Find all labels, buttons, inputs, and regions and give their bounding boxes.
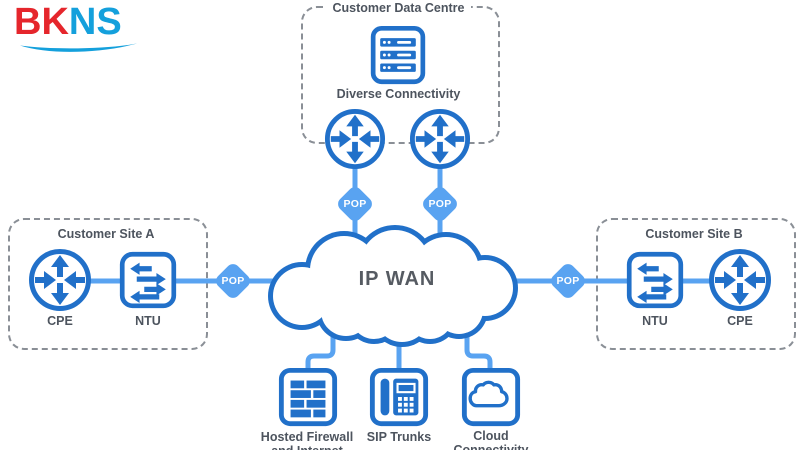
pop-node-dc-right: POP [420, 184, 460, 224]
logo-text-ns: NS [68, 1, 122, 43]
switch-icon-ntu-a [119, 251, 177, 309]
router-icon-dc-right [409, 108, 471, 170]
pop-node-site-b: POP [548, 261, 588, 301]
customer-data-centre-title: Customer Data Centre [301, 1, 496, 15]
cpe-label-b: CPE [727, 314, 753, 328]
service-label-hosted-firewall: Hosted Firewall and Internet [260, 430, 354, 450]
firewall-icon [278, 367, 338, 427]
logo-text-bk: BK [14, 1, 69, 43]
logo-swoosh-icon [20, 43, 137, 52]
cpe-router-icon-b [709, 249, 771, 311]
bkns-logo: BKNS [14, 2, 122, 42]
pop-node-dc-left: POP [335, 184, 375, 224]
wan-label: IP WAN [358, 268, 436, 290]
customer-site-a-box [8, 218, 208, 350]
customer-site-b-title: Customer Site B [645, 227, 743, 241]
wan-cloud [268, 225, 518, 347]
customer-site-a-title: Customer Site A [57, 227, 155, 241]
server-icon [370, 25, 426, 85]
service-label-sip-trunks: SIP Trunks [366, 430, 432, 444]
ntu-label-b: NTU [642, 314, 668, 328]
router-icon-dc-left [324, 108, 386, 170]
ntu-label-a: NTU [135, 314, 161, 328]
cpe-label-a: CPE [47, 314, 73, 328]
pop-node-site-a: POP [213, 261, 253, 301]
cloud-icon [461, 367, 521, 427]
switch-icon-ntu-b [626, 251, 684, 309]
diverse-connectivity-label: Diverse Connectivity [336, 87, 461, 101]
phone-icon [369, 367, 429, 427]
customer-site-b-box [596, 218, 796, 350]
link-wan-to-cloud-service [464, 305, 493, 372]
link-wan-to-firewall [305, 305, 336, 372]
cpe-router-icon-a [29, 249, 91, 311]
service-label-cloud-connectivity: Cloud Connectivity [453, 429, 529, 450]
